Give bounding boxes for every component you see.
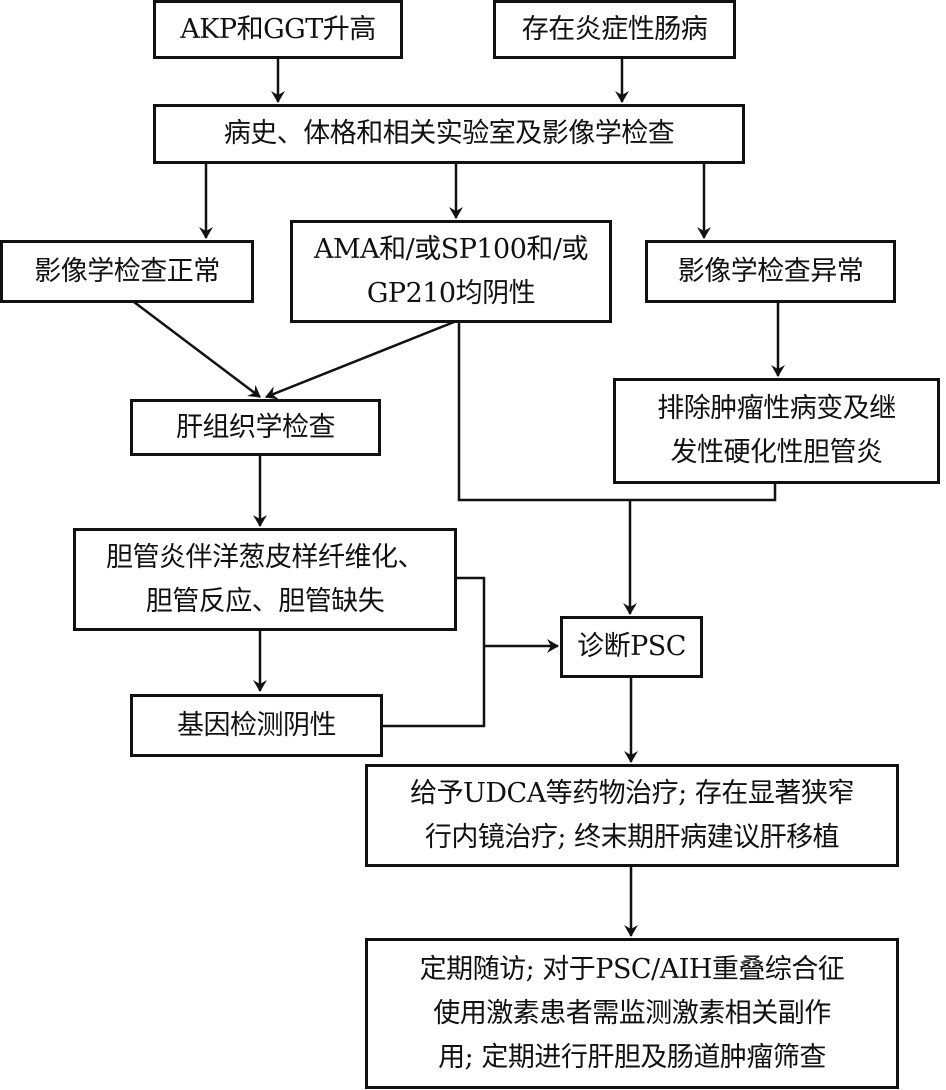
node-treatment: 给予UDCA等药物治疗; 存在显著狭窄 行内镜治疗; 终末期肝病建议肝移植 [365, 764, 899, 867]
node-ibd-present: 存在炎症性肠病 [493, 0, 736, 59]
node-clinical-workup: 病史、体格和相关实验室及影像学检查 [153, 104, 745, 164]
node-imaging-abnormal: 影像学检查异常 [645, 240, 896, 303]
node-histology-findings: 胆管炎伴洋葱皮样纤维化、 胆管反应、胆管缺失 [73, 528, 457, 631]
node-text-line-2: 使用激素患者需监测激素相关副作 [433, 997, 831, 1029]
node-text: 肝组织学检查 [176, 411, 336, 443]
node-text-line-2: 发性硬化性胆管炎 [670, 437, 884, 468]
node-text-line-2: 胆管反应、胆管缺失 [145, 585, 385, 617]
node-text: AKP和GGT升高 [180, 13, 376, 45]
node-text: 影像学检查异常 [677, 255, 864, 287]
edge-findings-gene-merge [382, 576, 486, 728]
node-text: 基因检测阴性 [177, 709, 337, 741]
node-liver-histology: 肝组织学检查 [130, 399, 381, 456]
edge-imaging-normal-to-histology [133, 301, 261, 398]
node-text-line-1: 定期随访; 对于PSC/AIH重叠综合征 [419, 953, 845, 985]
node-text-line-1: 胆管炎伴洋葱皮样纤维化、 [106, 541, 425, 573]
node-akp-ggt-elevated: AKP和GGT升高 [153, 0, 403, 59]
node-follow-up: 定期随访; 对于PSC/AIH重叠综合征 使用激素患者需监测激素相关副作 用; … [365, 938, 899, 1089]
node-text: 影像学检查正常 [34, 255, 220, 287]
node-text-line-1: 给予UDCA等药物治疗; 存在显著狭窄 [410, 777, 854, 809]
node-text-line-2: GP210均阴性 [366, 277, 536, 309]
node-ama-sp100-gp210-negative: AMA和/或SP100和/或 GP210均阴性 [290, 220, 612, 323]
node-text-line-2: 行内镜治疗; 终末期肝病建议肝移植 [424, 821, 840, 853]
node-gene-test-negative: 基因检测阴性 [130, 694, 383, 757]
node-text: 诊断PSC [577, 631, 686, 662]
node-text: 病史、体格和相关实验室及影像学检查 [223, 118, 675, 149]
node-imaging-normal: 影像学检查正常 [0, 240, 254, 303]
node-text-line-3: 用; 定期进行肝胆及肠道肿瘤筛查 [438, 1041, 826, 1073]
node-diagnose-psc: 诊断PSC [560, 616, 703, 678]
node-text-line-1: AMA和/或SP100和/或 [313, 233, 589, 265]
node-exclude-tumor-secondary-sc: 排除肿瘤性病变及继 发性硬化性胆管炎 [613, 378, 940, 484]
node-text: 存在炎症性肠病 [521, 13, 708, 45]
edge-ama-to-histology [265, 320, 455, 400]
edge-ama-exclude-merge [457, 322, 777, 502]
node-text-line-1: 排除肿瘤性病变及继 [657, 393, 896, 424]
